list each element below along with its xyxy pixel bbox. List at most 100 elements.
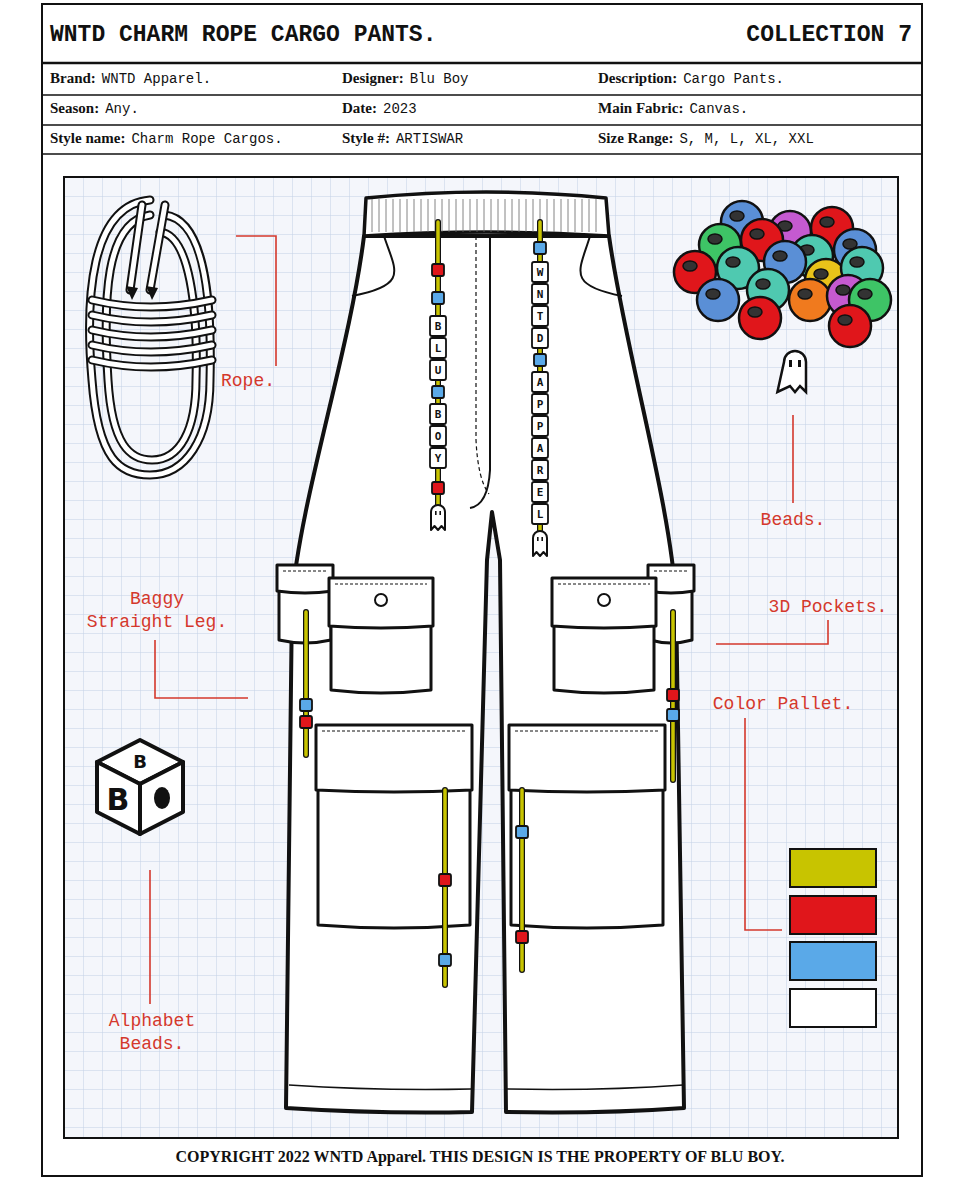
color-swatch <box>790 896 876 934</box>
field-name: Season: <box>50 100 99 117</box>
bead-hole <box>750 229 764 239</box>
rope-coil <box>90 200 212 475</box>
field-name: Size Range: <box>598 130 673 147</box>
letter-bead <box>430 316 446 336</box>
bead-letter: A <box>537 443 544 454</box>
rope-body <box>92 330 212 337</box>
waistband-rib <box>561 199 562 232</box>
letter-bead <box>532 328 548 348</box>
waistband-rib <box>519 199 520 232</box>
waistband-rib <box>421 199 422 232</box>
bead-ball <box>789 279 831 321</box>
letter-bead <box>430 426 446 446</box>
rope-edge <box>130 205 165 290</box>
waistband-rib <box>575 199 576 232</box>
letter-bead <box>532 460 548 480</box>
waistband-rib <box>554 199 555 232</box>
waistband-rib <box>393 199 394 232</box>
page-frame <box>42 4 922 1176</box>
rope-edge <box>92 345 212 352</box>
bead-letter: E <box>537 487 544 498</box>
pocket-flap <box>316 725 472 792</box>
ghost-charm <box>777 351 806 392</box>
bead-letter: B <box>435 409 442 420</box>
copyright-note: COPYRIGHT 2022 WNTD Apparel. THIS DESIGN… <box>175 1148 784 1166</box>
flap-stitch <box>515 731 659 732</box>
letter-bead <box>532 284 548 304</box>
bead <box>534 354 546 366</box>
letter-bead <box>430 360 446 380</box>
bead-hole <box>820 217 834 227</box>
color-swatch <box>790 989 876 1027</box>
callout-label: 3D Pockets. <box>769 596 888 619</box>
field-value: Blu Boy <box>410 71 469 87</box>
field-name: Date: <box>342 100 377 117</box>
field-value: Canvas. <box>689 101 748 117</box>
collection-number: COLLECTION 7 <box>746 24 912 47</box>
letter-bead <box>532 394 548 414</box>
bead-letter: O <box>435 431 442 442</box>
header-rule <box>42 94 922 96</box>
bead <box>516 931 528 943</box>
header-field: Date: 2023 <box>342 100 417 117</box>
waistband-rib <box>491 199 492 232</box>
waistband-rib <box>449 199 450 232</box>
fly-seam <box>470 236 490 508</box>
rope-tip <box>126 286 158 300</box>
callout-label: Color Pallet. <box>713 693 853 716</box>
field-value: Charm Rope Cargos. <box>131 131 282 147</box>
bead-body <box>697 279 739 321</box>
waistband-rib <box>582 199 583 232</box>
pocket-flap <box>277 565 333 593</box>
letter-bead <box>532 504 548 524</box>
pocket-flap <box>329 578 433 628</box>
rope-edge <box>92 300 212 307</box>
callout-label: Rope. <box>221 370 275 393</box>
letter-bead <box>532 262 548 282</box>
rope-outline <box>303 612 309 755</box>
waistband-rib <box>456 199 457 232</box>
rope-body <box>92 345 212 352</box>
letter-bead <box>430 404 446 424</box>
ghost-eye <box>439 511 441 515</box>
bead <box>432 386 444 398</box>
bead <box>300 716 312 728</box>
front-pocket <box>580 236 622 296</box>
flap-stitch <box>335 584 427 585</box>
pocket-button <box>598 594 610 606</box>
ghost-charm <box>533 531 547 556</box>
waistband-rib <box>596 199 597 232</box>
waistband-rib <box>428 199 429 232</box>
field-value: WNTD Apparel. <box>102 71 211 87</box>
header-rule <box>42 62 922 65</box>
waistband-rib <box>442 199 443 232</box>
cube-side <box>140 762 183 834</box>
header-field: Style #:ARTISWAR <box>342 130 463 147</box>
field-name: Style name: <box>50 130 125 147</box>
rope-body <box>130 205 165 290</box>
callout-label: Baggy Straight Leg. <box>82 588 232 633</box>
bead-body <box>829 305 871 347</box>
rope-body <box>92 315 212 322</box>
waistband-rib <box>484 199 485 232</box>
ghost-eye <box>789 360 792 367</box>
bead-hole <box>773 251 787 261</box>
bead-ball <box>829 305 871 347</box>
callout-label: Beads. <box>761 509 826 532</box>
bead-letter: T <box>537 311 544 322</box>
waistband-rib <box>400 199 401 232</box>
waistband-rib <box>589 199 590 232</box>
ghost-eye <box>798 360 801 367</box>
header-rule <box>42 124 922 126</box>
bead-hole <box>706 289 720 299</box>
leader-line <box>236 236 276 366</box>
letter-bead <box>532 482 548 502</box>
rope-edge <box>92 360 212 367</box>
field-value: 2023 <box>383 101 417 117</box>
field-value: S, M, L, XL, XXL <box>679 131 813 147</box>
bead-letter: D <box>537 333 544 344</box>
field-name: Style #: <box>342 130 390 147</box>
callout-label: Alphabet Beads. <box>97 1010 207 1055</box>
cube-letter: B <box>133 753 147 771</box>
